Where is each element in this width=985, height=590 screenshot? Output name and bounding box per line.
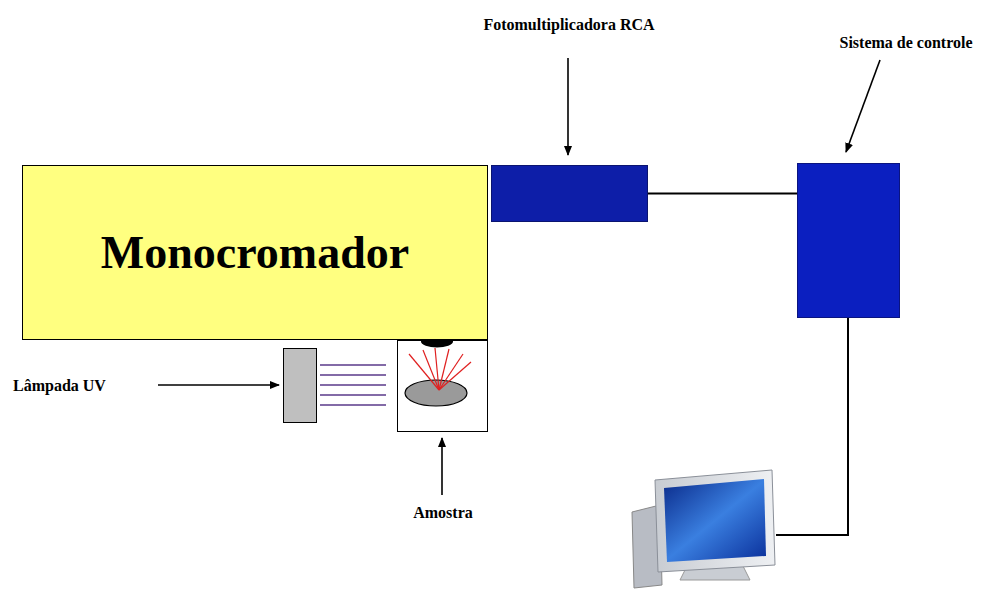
leader-arrow <box>567 58 569 155</box>
leader-arrow <box>846 60 880 152</box>
monochromator-box: Monocromador <box>22 165 488 340</box>
uv-lamp: Lâmpada UV <box>283 348 317 423</box>
callout-label: Amostra <box>383 503 503 522</box>
callout-label: Fotomultiplicadora RCA <box>459 15 679 34</box>
uv-rays <box>320 365 386 405</box>
box-title: Monocromador <box>23 166 487 339</box>
sample-illustration <box>397 340 488 432</box>
photomultiplier-box: Fotomultiplicadora RCA <box>491 165 648 222</box>
computer-icon <box>632 470 775 588</box>
sample-box: Amostra <box>397 340 488 432</box>
callout-label: Sistema de controle <box>831 33 981 52</box>
leader-arrow <box>158 384 279 386</box>
callout-label: Lâmpada UV <box>13 376 163 395</box>
control-box: Sistema de controle <box>797 163 900 318</box>
leader-arrow <box>441 438 443 495</box>
wire <box>776 318 848 535</box>
signal-line <box>648 193 797 195</box>
